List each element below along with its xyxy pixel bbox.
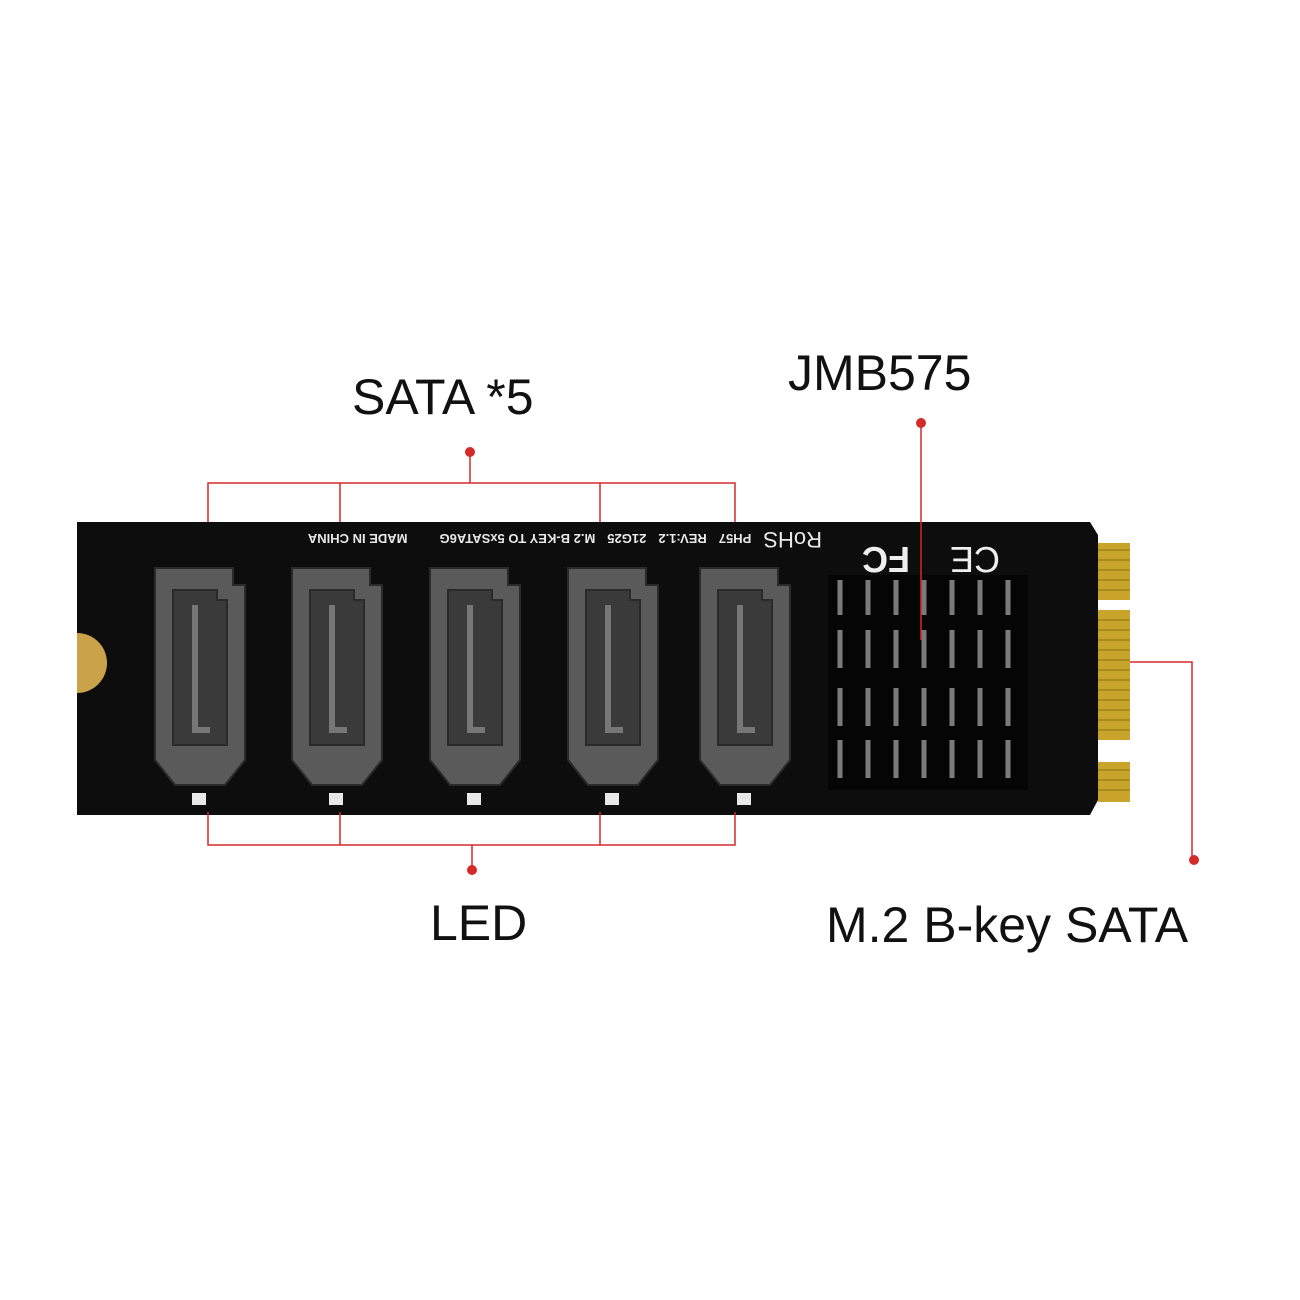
sata-port-key (605, 605, 623, 733)
silkscreen-date: 21G25 (607, 531, 647, 547)
sata-port-key (329, 605, 347, 733)
sata-port-key (737, 605, 755, 733)
sata-port-slot (309, 589, 365, 746)
jmb575-heatsink (828, 575, 1028, 790)
label-sata-ports: SATA *5 (352, 369, 534, 425)
label-chip: JMB575 (788, 345, 972, 401)
sata-port-slot (717, 589, 773, 746)
status-led (467, 793, 481, 805)
ce-mark: CE (950, 539, 1001, 580)
silkscreen-row: MADE IN CHINA M.2 B-KEY TO 5xSATA6G 21G2… (130, 527, 830, 552)
annotation-lines (207, 423, 1193, 870)
m2-edge-connector (1098, 543, 1130, 802)
sata-port-key (192, 605, 210, 733)
silkscreen-rohs: RoHS (763, 527, 822, 552)
sata-port-key (467, 605, 485, 733)
silkscreen-rev: REV:1.2 (658, 531, 707, 547)
label-led: LED (430, 895, 528, 951)
status-led (737, 793, 751, 805)
sata-port-slot (447, 589, 503, 746)
status-led (192, 793, 206, 805)
fcc-mark: FC (862, 539, 910, 580)
silkscreen-model: M.2 B-KEY TO 5xSATA6G (439, 531, 596, 547)
silkscreen-pn: PH57 (718, 531, 752, 547)
leds (192, 793, 751, 805)
label-interface: M.2 B-key SATA (826, 897, 1189, 953)
status-led (329, 793, 343, 805)
edge-connector-gaps (1098, 549, 1130, 791)
annotation-dots (465, 418, 1199, 875)
sata-port-slot (585, 589, 641, 746)
sata-port-slot (172, 589, 228, 746)
mount-hole (77, 633, 107, 693)
sata-ports (154, 567, 791, 786)
silkscreen-made-in: MADE IN CHINA (307, 531, 408, 547)
status-led (605, 793, 619, 805)
